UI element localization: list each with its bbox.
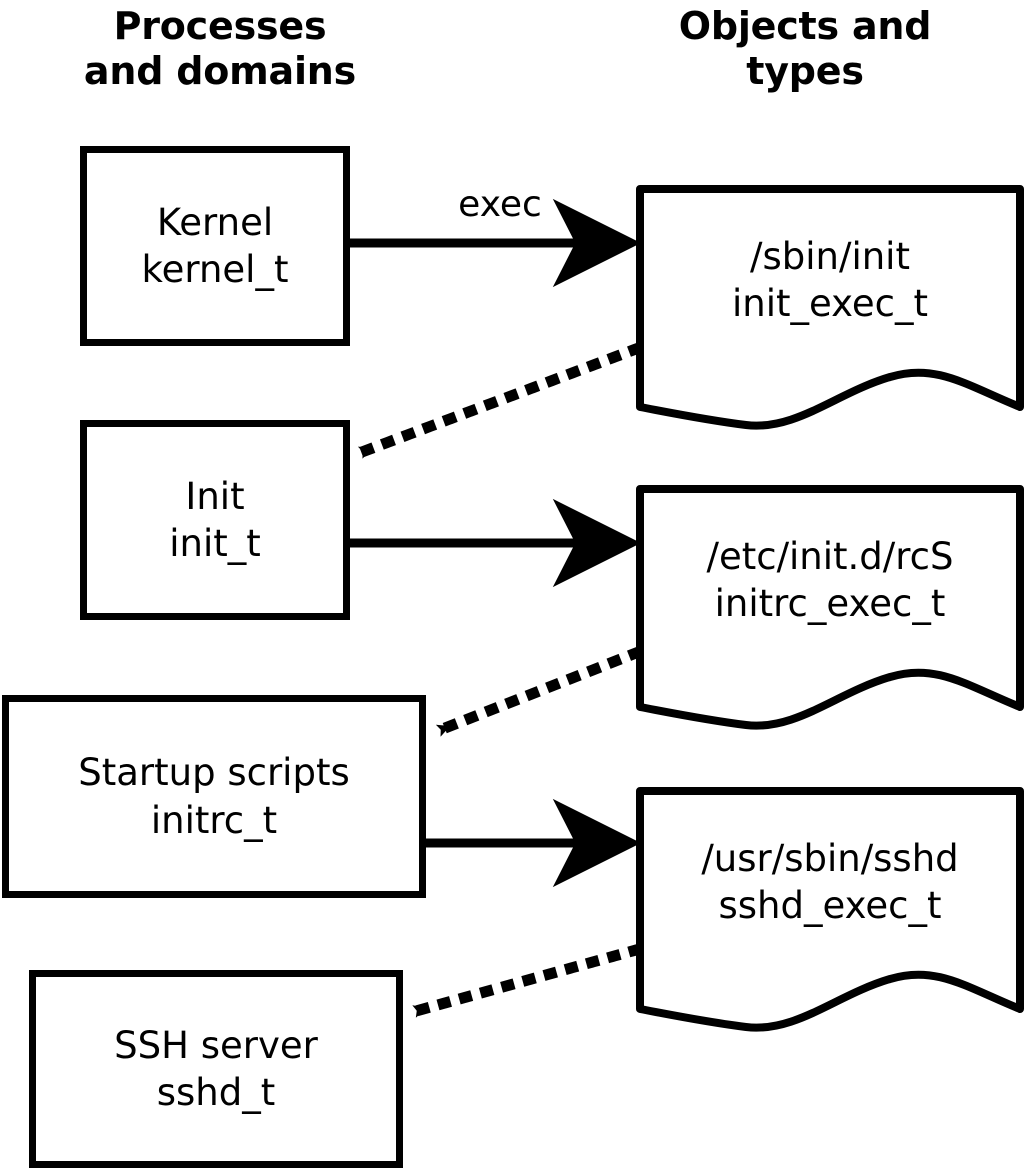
process-node-ssh-server-title: SSH server [114,1023,318,1067]
process-node-init-title: Init [185,474,245,518]
edge-rcsexec-transition-initrc [432,645,644,738]
process-node-init-type: init_t [169,522,261,565]
process-node-ssh-server-type: sshd_t [156,1071,276,1114]
process-node-startup-scripts-title: Startup scripts [78,751,350,795]
process-node-init[interactable]: Init init_t [80,420,350,620]
object-node-initrc-exec[interactable]: /etc/init.d/rcS initrc_exec_t [636,485,1024,730]
edge-label-exec: exec [458,184,542,225]
process-node-kernel-type: kernel_t [141,248,289,291]
object-node-init-exec[interactable]: /sbin/init init_exec_t [636,185,1024,430]
process-node-ssh-server[interactable]: SSH server sshd_t [29,970,403,1168]
column-heading-objects: Objects and types [678,4,932,93]
process-node-startup-scripts[interactable]: Startup scripts initrc_t [2,695,426,898]
process-node-kernel-title: Kernel [156,200,274,244]
process-node-kernel[interactable]: Kernel kernel_t [80,146,350,346]
edge-sshdexec-transition-sshd [409,943,643,1018]
edge-initexec-transition-init [354,341,644,460]
object-node-sshd-exec[interactable]: /usr/sbin/sshd sshd_exec_t [636,787,1024,1032]
column-heading-processes: Processes and domains [83,4,357,93]
process-node-startup-scripts-type: initrc_t [150,798,278,842]
